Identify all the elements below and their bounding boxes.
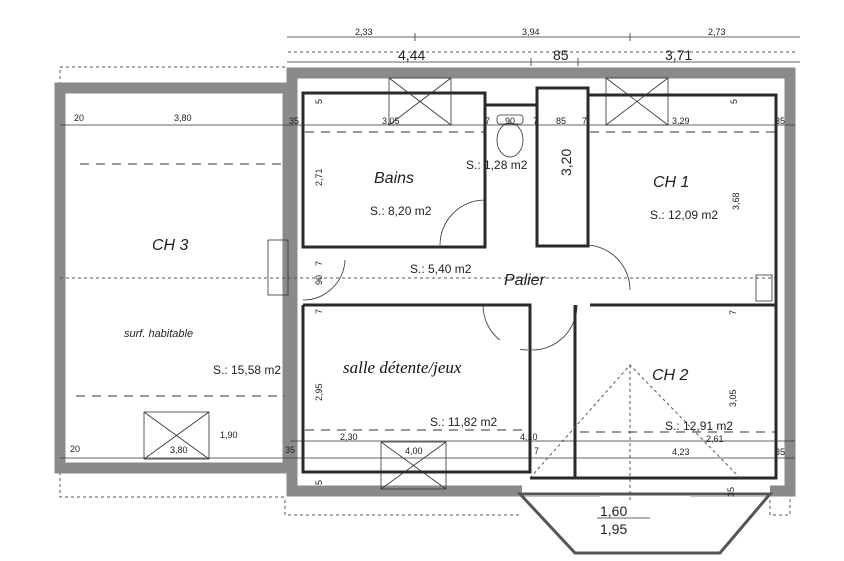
room-area-bains: S.: 8,20 m2	[370, 204, 432, 218]
dim-label: 20	[70, 444, 80, 454]
label-backdrop	[352, 340, 520, 402]
room-name-ch2: CH 2	[652, 367, 689, 384]
dim-label: 1,90	[220, 430, 238, 440]
dim-label: 7	[534, 446, 539, 456]
dim-label: 3,05	[728, 389, 738, 407]
dim-label: 5	[729, 99, 739, 104]
room-name-salle: salle détente/jeux	[343, 358, 462, 377]
room-area-ch1: S.: 12,09 m2	[650, 208, 718, 222]
skylights	[143, 77, 669, 490]
dim-label: 85	[553, 47, 569, 63]
dim-label: 3,94	[522, 27, 540, 37]
dim-label: 4,00	[405, 446, 423, 456]
bay-window	[516, 492, 774, 555]
room-name-ch3: CH 3	[152, 237, 189, 254]
room-area-ch3: S.: 15,58 m2	[213, 363, 281, 377]
dim-label: 90	[505, 116, 515, 126]
dim-label: 4,10	[520, 432, 538, 442]
dim-label: 35	[726, 487, 736, 497]
dim-label: 3,29	[672, 116, 690, 126]
dim-label: 3,05	[382, 116, 400, 126]
room-name-ch1: CH 1	[653, 174, 689, 191]
dim-label: 3,20	[558, 149, 574, 176]
dim-label: 3,80	[170, 445, 188, 455]
dim-label: 1,60	[600, 503, 627, 519]
dim-label: 7	[533, 116, 538, 126]
room-area-ch2: S.: 12,91 m2	[665, 419, 733, 433]
dim-label: 35	[775, 116, 785, 126]
toilet-tank-icon	[496, 114, 524, 125]
room-area-wc: S.: 1,28 m2	[466, 158, 528, 172]
interior-walls	[301, 86, 778, 480]
dim-label: 7	[582, 116, 587, 126]
dim-label: 5	[314, 99, 324, 104]
dim-label: 35	[289, 116, 299, 126]
dim-label: 7	[314, 309, 324, 314]
dim-label: 2,61	[706, 434, 724, 444]
dim-label: 3,71	[665, 47, 692, 63]
toilet-icon	[496, 122, 524, 158]
dim-label: 2,33	[355, 27, 373, 37]
dim-label: 3,80	[174, 113, 192, 123]
dim-label: 90	[314, 275, 324, 285]
chimney-icon	[755, 274, 773, 302]
dim-label: 2,73	[708, 27, 726, 37]
dim-label: 4,44	[398, 47, 425, 63]
top-dimension-lines	[287, 33, 800, 66]
room-name-bains: Bains	[374, 170, 414, 187]
dim-label: 5	[314, 480, 324, 485]
room-note-ch3: surf. habitable	[124, 328, 193, 340]
dim-label: 7	[314, 261, 324, 266]
dim-label: 2,30	[340, 432, 358, 442]
room-area-palier: S.: 5,40 m2	[410, 262, 472, 276]
dim-label: 20	[74, 113, 84, 123]
dim-label: 35	[285, 445, 295, 455]
ceiling-height-lines	[60, 124, 795, 519]
dim-label: 7	[728, 310, 738, 315]
room-name-palier: Palier	[504, 272, 546, 289]
dim-label: 3,68	[731, 192, 741, 210]
dim-label: 7	[485, 116, 490, 126]
dim-label: 4,23	[672, 447, 690, 457]
room-area-salle: S.: 11,82 m2	[430, 415, 497, 429]
dim-label: 2,95	[314, 383, 324, 401]
dim-label: 2,71	[314, 168, 324, 186]
dim-label: 35	[775, 447, 785, 457]
dim-label: 1,95	[600, 521, 627, 537]
dim-label: 85	[556, 116, 566, 126]
